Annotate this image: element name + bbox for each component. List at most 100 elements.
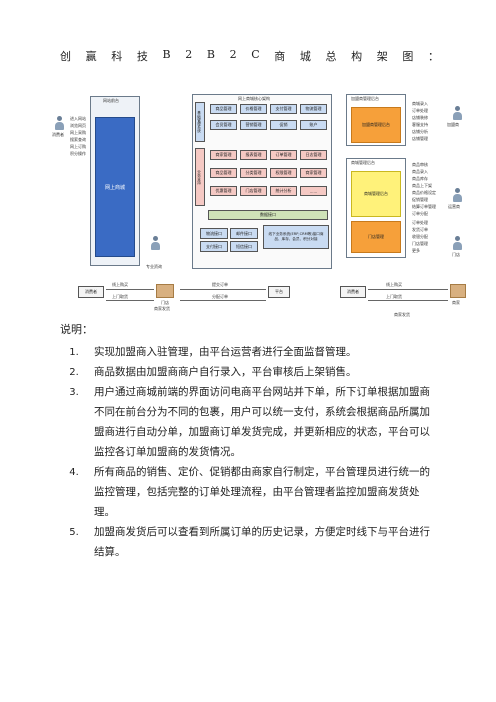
flow-platform: 平台	[268, 286, 290, 298]
flow-consumer-left: 消费者	[78, 286, 104, 298]
mall-admin-item: 商品库存	[412, 176, 428, 181]
consumer-label: 消费者	[52, 132, 64, 137]
flow-arrow	[106, 289, 154, 290]
core-cell: 订单管理	[270, 150, 297, 160]
franchisee-icon	[452, 106, 462, 120]
title-char: 2	[229, 48, 238, 61]
mall-admin-item: 订单分配	[412, 211, 428, 216]
mall-block: 网上商城	[95, 117, 135, 257]
mall-admin-item: 结算订单管理	[412, 204, 436, 209]
core-cell: 报表管理	[240, 150, 267, 160]
flow-store-label: 门店	[161, 300, 169, 305]
franchise-item: 订单处理	[412, 108, 428, 113]
flow-arrow	[368, 289, 448, 290]
explain-item: 实现加盟商入驻管理，由平台运营者进行全面监督管理。	[82, 342, 440, 362]
explanation: 说明： 实现加盟商入驻管理，由平台运营者进行全面监督管理。商品数据由加盟商商户自…	[60, 320, 440, 562]
title-char: C	[251, 48, 261, 61]
title-char: 创	[60, 50, 72, 63]
flow-left-top: 线上购买	[112, 282, 128, 287]
title-char: 架	[376, 50, 389, 63]
core-cell: 统计分析	[270, 186, 297, 196]
core-cell: 优惠管理	[210, 186, 237, 196]
front-item: 积分操作	[70, 151, 86, 156]
flow-right-sub: 商家发货	[394, 312, 410, 317]
title-char: 总	[325, 50, 338, 63]
core-cell: 日志管理	[300, 150, 327, 160]
franchise-item: 店铺管理	[412, 136, 428, 141]
flow-mid-bottom: 分配订单	[212, 294, 228, 299]
title-char: 构	[351, 50, 364, 63]
store-label: 门店	[452, 252, 460, 257]
explain-item: 加盟商发货后可以查看到所属订单的历史记录，方便定时线下与平台进行结算。	[82, 522, 440, 562]
franchise-item: 客服支持	[412, 122, 428, 127]
operator-label: 运营商	[448, 204, 460, 209]
core-cell: 价格管理	[240, 104, 267, 114]
store-item: 订单处理	[412, 220, 428, 225]
flow-arrow	[180, 289, 266, 290]
base-label: 基础管理系统	[195, 102, 205, 142]
flow-store-sub: 商家发货	[154, 306, 170, 311]
mall-admin-item: 商品上下架	[412, 183, 432, 188]
store-box-icon	[156, 284, 174, 298]
explain-item: 商品数据由加盟商商户自行录入，平台审核后上架销售。	[82, 362, 440, 382]
franchisee-label: 加盟商	[447, 122, 459, 127]
explain-heading: 说明：	[60, 323, 93, 336]
franchise-item: 店铺分析	[412, 129, 428, 134]
franchise-block: 加盟商管理后台	[351, 107, 401, 143]
store-item: 发货订单	[412, 227, 428, 232]
flow-right-bottom: 上门取货	[386, 294, 402, 299]
store-block: 门店管理	[351, 221, 401, 253]
interface-cell: 短信接口	[230, 241, 258, 252]
flow-arrow	[106, 300, 154, 301]
mall-admin-item: 促销管理	[412, 197, 428, 202]
title-char: 赢	[85, 50, 98, 63]
flow-mid-top: 提交订单	[212, 282, 228, 287]
core-cell: 会员管理	[210, 120, 237, 130]
store-item: 更多	[412, 248, 420, 253]
title-char: 科	[111, 50, 124, 63]
mall-admin-title: 商城管理后台	[351, 160, 375, 165]
franchise-item: 店铺装修	[412, 115, 428, 120]
flow-merchant-label: 商家	[452, 300, 460, 305]
front-item: 搜索查询	[70, 137, 86, 142]
flow-right-top: 线上购买	[386, 282, 402, 287]
store-icon	[452, 236, 462, 250]
front-item: 进入网站	[70, 116, 86, 121]
title-char: B	[206, 48, 216, 61]
core-cell: 商品管理	[210, 168, 237, 178]
consumer-icon	[54, 116, 64, 130]
core-cell: 分类管理	[240, 168, 267, 178]
front-item: 网上采购	[70, 130, 86, 135]
flow-consumer-right: 消费者	[340, 286, 366, 298]
core-cell: 营销管理	[240, 120, 267, 130]
flow-left-bottom: 上门取货	[112, 294, 128, 299]
flow-arrow	[368, 300, 448, 301]
mall-admin-item: 商品价格设定	[412, 190, 436, 195]
title-char: 城	[299, 50, 312, 63]
interface-cell: 物流接口	[200, 228, 228, 239]
front-panel-title: 网站前台	[103, 98, 119, 103]
explain-item: 用户通过商城前端的界面访问电商平台网站并下单，所下订单根据加盟商不同在前台分为不…	[82, 382, 440, 462]
mall-admin-panel: 商城管理后台 商城管理后台 门店管理	[346, 158, 406, 258]
mall-admin-block: 商城管理后台	[351, 171, 401, 217]
core-cell: 物流管理	[300, 104, 327, 114]
core-cell: ......	[300, 186, 327, 196]
core-cell: 账户	[300, 120, 327, 130]
core-title: 网上商城核心架构	[238, 96, 270, 101]
mall-admin-item: 商品审核	[412, 162, 428, 167]
explain-item: 所有商品的销售、定价、促销都由商家自行制定，平台管理员进行统一的监控管理，包括完…	[82, 462, 440, 522]
core-cell: 门店管理	[240, 186, 267, 196]
mall-admin-item: 商品录入	[412, 169, 428, 174]
front-item: 浏览网页	[70, 123, 86, 128]
interface-cell: 支付接口	[200, 241, 228, 252]
title-char: ：	[427, 50, 440, 63]
merchant-box-icon	[450, 284, 466, 298]
core-cell: 促销	[270, 120, 297, 130]
core-cell: 商品管理	[210, 104, 237, 114]
store-item: 收银分配	[412, 234, 428, 239]
franchise-item: 商城录入	[412, 101, 428, 106]
core-cell: 权限管理	[270, 168, 297, 178]
core-cell: 支付管理	[270, 104, 297, 114]
architecture-diagram: 网站前台 网上商城 消费者 专业资询 网上商城核心架构 基础管理系统 业务支持 …	[50, 88, 470, 328]
